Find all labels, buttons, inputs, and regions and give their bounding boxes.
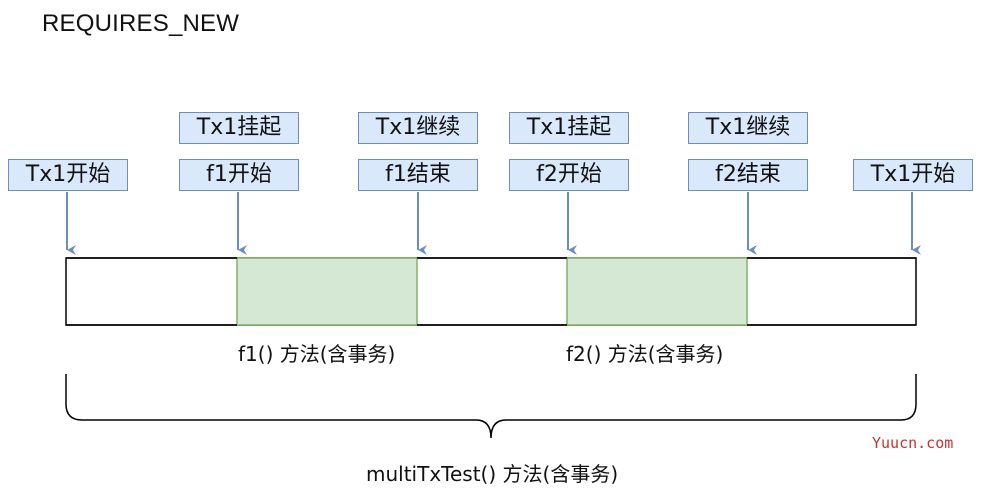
label-f2-end: f2结束	[688, 159, 808, 191]
label-tx1-resume-2: Tx1继续	[688, 112, 808, 144]
label-tx1-start-1: Tx1开始	[8, 159, 128, 191]
label-f2-start: f2开始	[509, 159, 629, 191]
segment-f1-caption: f1() 方法(含事务)	[238, 342, 396, 366]
label-f1-end: f1结束	[358, 159, 478, 191]
segment-f2-caption: f2() 方法(含事务)	[566, 342, 724, 366]
label-tx1-suspend-2: Tx1挂起	[509, 112, 629, 144]
label-tx1-suspend-1: Tx1挂起	[179, 112, 299, 144]
outer-method-caption: multiTxTest() 方法(含事务)	[366, 462, 619, 486]
label-tx1-resume-1: Tx1继续	[358, 112, 478, 144]
segment-f2	[566, 257, 748, 326]
diagram-title: REQUIRES_NEW	[42, 10, 240, 37]
outer-brace	[65, 374, 917, 439]
timeline-bar	[65, 257, 917, 326]
label-f1-start: f1开始	[179, 159, 299, 191]
segment-f1	[236, 257, 418, 326]
watermark: Yuucn.com	[872, 434, 954, 452]
label-tx1-start-2: Tx1开始	[853, 159, 973, 191]
